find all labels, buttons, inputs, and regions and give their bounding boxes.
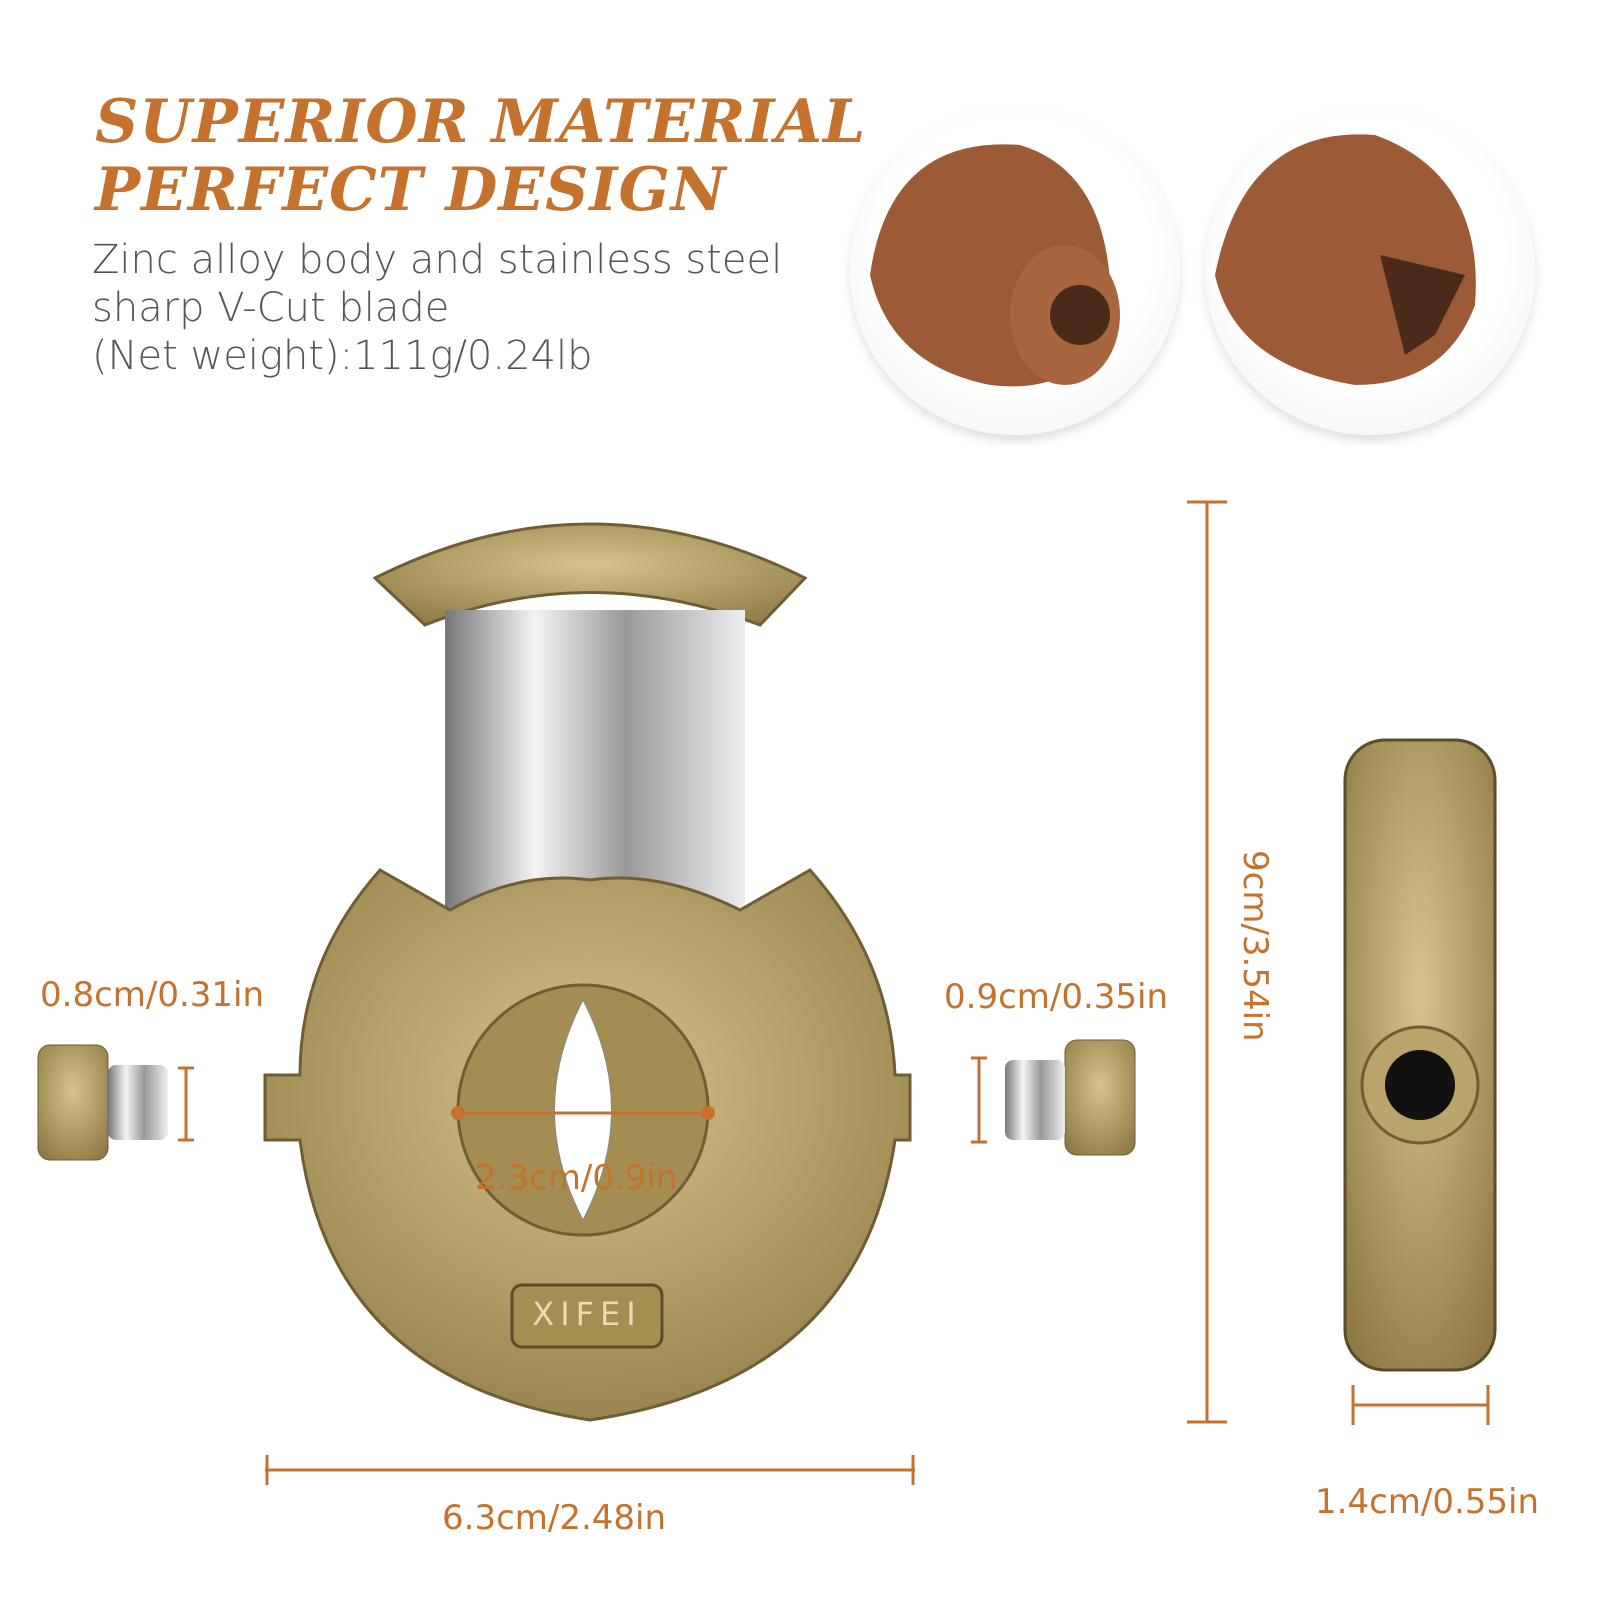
cigar-icon: [1215, 134, 1476, 385]
headline-line1: SUPERIOR MATERIAL: [95, 87, 867, 157]
headline: SUPERIOR MATERIAL PERFECT DESIGN: [95, 88, 866, 224]
height-dimension: 9cm/3.54in: [1195, 850, 1275, 1042]
dimension-lines: [178, 500, 1490, 1485]
description-line3: (Net weight):111g/0.24lb: [92, 333, 593, 379]
height-dimension-label: 9cm/3.54in: [1235, 850, 1275, 1042]
right-screw: [1064, 1039, 1136, 1156]
cutter-top-cap: [372, 522, 808, 627]
headline-line2: PERFECT DESIGN: [95, 155, 727, 225]
cigar-icon: [870, 144, 1120, 387]
cutter-blade-guide: [445, 610, 745, 910]
description-line2: sharp V-Cut blade: [92, 285, 450, 331]
hole-diameter-dimension: 2.3cm/0.9in: [475, 1158, 678, 1198]
thickness-dimension: 1.4cm/0.55in: [1315, 1482, 1540, 1522]
description-line1: Zinc alloy body and stainless steel: [92, 237, 783, 283]
cigar-v-cut-image: [1205, 105, 1535, 435]
v-cut-opening: [554, 998, 612, 1222]
brand-logo: XIFEI: [532, 1295, 642, 1333]
right-screw-dimension: 0.9cm/0.35in: [944, 977, 1169, 1017]
cigar-punch-cut-image: [850, 105, 1180, 435]
width-dimension: 6.3cm/2.48in: [442, 1498, 667, 1538]
brand-plate: [510, 1283, 664, 1349]
description: Zinc alloy body and stainless steel shar…: [92, 236, 782, 380]
left-screw: [37, 1044, 109, 1161]
left-screw-dimension: 0.8cm/0.31in: [40, 975, 265, 1015]
